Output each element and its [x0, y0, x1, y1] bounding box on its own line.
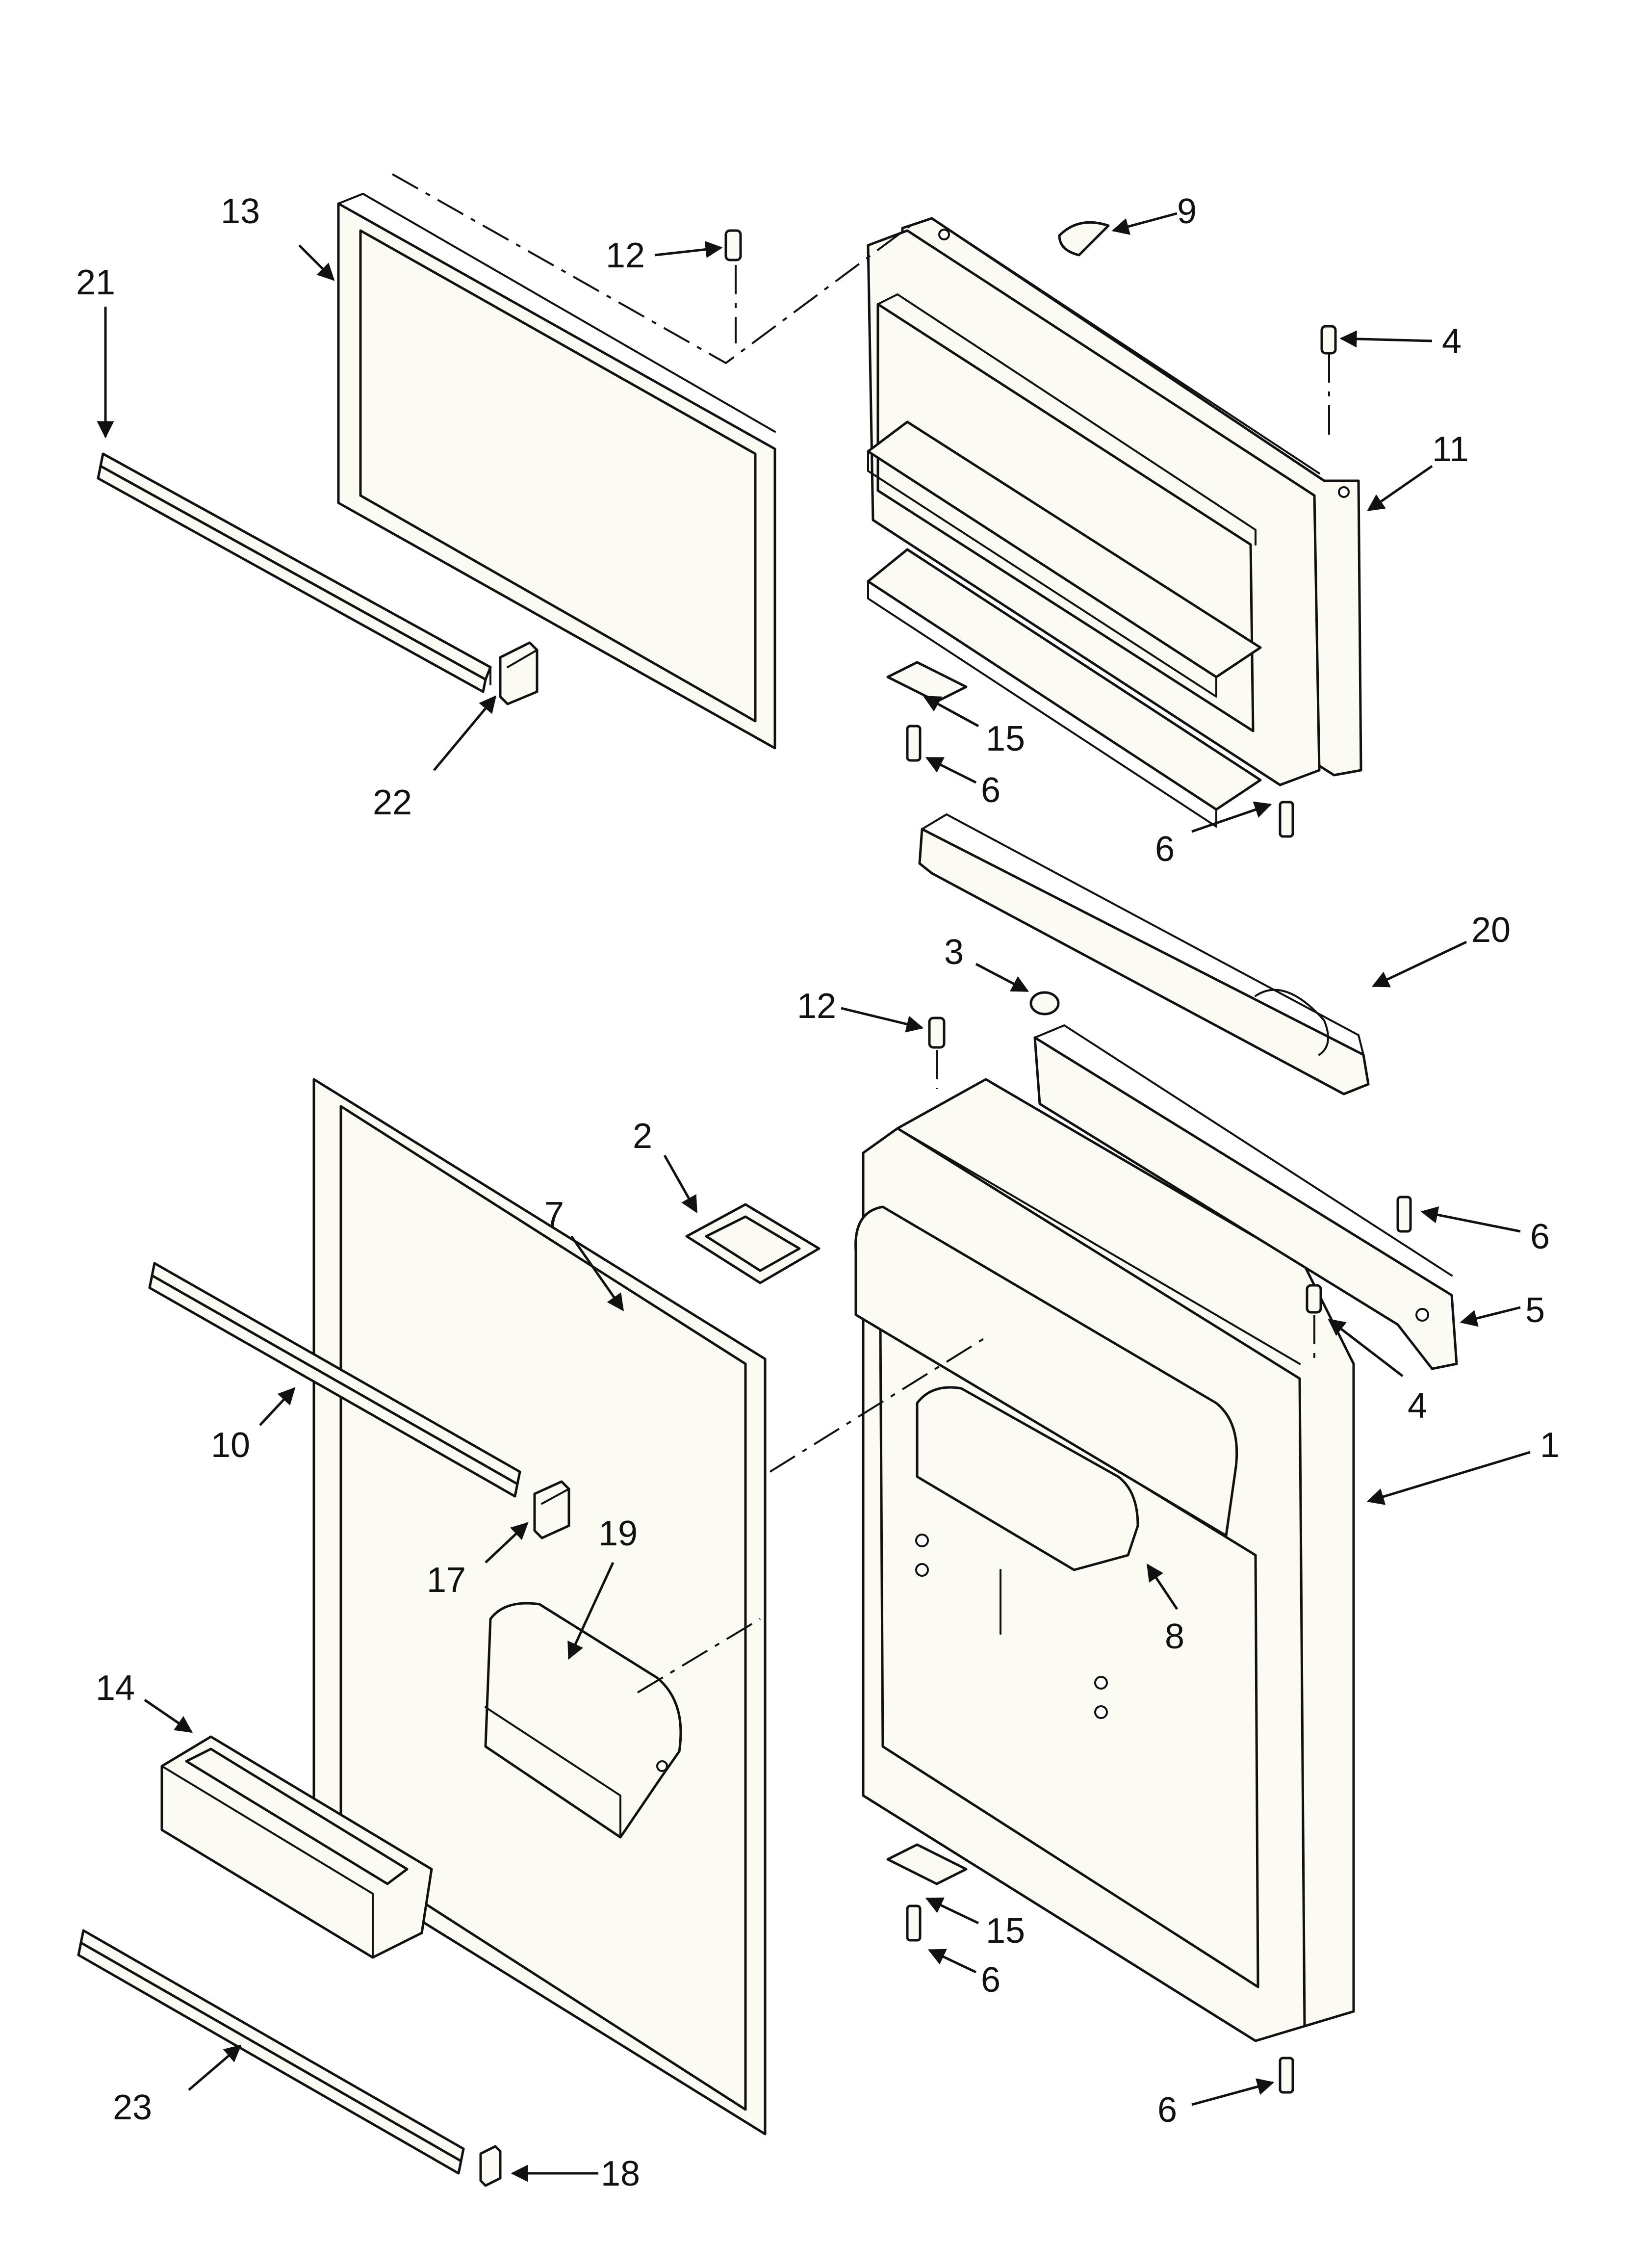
callout-6-d: 6	[981, 1960, 1001, 2000]
door-bin	[160, 1735, 433, 1959]
screw-6-a	[906, 725, 922, 762]
callout-15-bottom: 15	[986, 1911, 1025, 1951]
assembly-guide-lines	[392, 173, 1330, 1694]
callout-6-e: 6	[1157, 2090, 1177, 2130]
callout-6-b: 6	[1155, 830, 1175, 869]
callout-22: 22	[373, 783, 412, 822]
screw-6-d	[906, 1904, 922, 1942]
callout-10: 10	[211, 1426, 250, 1465]
lower-door-trim	[77, 1929, 465, 2175]
lower-trim-end-cap	[479, 2145, 502, 2187]
callout-18: 18	[601, 2154, 640, 2193]
callout-4-top: 4	[1442, 322, 1462, 361]
screw-12-top	[724, 229, 742, 261]
callout-11: 11	[1432, 430, 1469, 469]
callout-9: 9	[1177, 192, 1197, 231]
freezer-door-trim	[97, 452, 492, 693]
plug-button-3	[1029, 991, 1060, 1016]
callout-19: 19	[598, 1514, 638, 1553]
callout-7: 7	[544, 1195, 564, 1234]
fresh-food-door-liner	[854, 1078, 1355, 2042]
callout-1: 1	[1540, 1426, 1560, 1465]
callout-15-top: 15	[986, 719, 1025, 758]
callout-6-c: 6	[1530, 1217, 1550, 1256]
gasket-cover-plug-2	[685, 1203, 821, 1284]
callout-20: 20	[1471, 911, 1511, 950]
callout-17: 17	[427, 1561, 466, 1600]
callout-2: 2	[633, 1117, 652, 1156]
callout-6-a: 6	[981, 771, 1001, 810]
dairy-compartment-door	[484, 1602, 682, 1839]
fresh-food-trim-end-cap	[533, 1480, 570, 1539]
callout-13: 13	[221, 192, 260, 231]
fresh-food-door-trim	[148, 1262, 521, 1498]
screw-12-bottom	[928, 1017, 946, 1049]
screw-6-b	[1279, 801, 1294, 838]
callout-labels: 13 21 12 9 4 11 22 15 6 6 20 3 12 2 7 6 …	[76, 192, 1560, 2193]
hinge-cover	[918, 813, 1370, 1095]
screw-4-top	[1320, 325, 1337, 355]
callout-leaders	[97, 212, 1531, 2182]
callout-12-top: 12	[606, 236, 645, 275]
callout-12-bottom: 12	[797, 987, 836, 1026]
plug-9	[1058, 221, 1110, 257]
callout-3: 3	[944, 933, 964, 972]
screw-6-e	[1279, 2057, 1294, 2094]
callout-21: 21	[76, 263, 115, 302]
freezer-trim-end-cap	[499, 641, 539, 705]
callout-23: 23	[113, 2088, 152, 2127]
hinge-bracket-15-top	[886, 661, 968, 703]
callout-4-bottom: 4	[1408, 1386, 1427, 1426]
screw-6-c	[1396, 1196, 1412, 1233]
hinge-bracket-15-bottom	[886, 1843, 968, 1885]
freezer-door-gasket	[337, 193, 776, 750]
callout-5: 5	[1525, 1291, 1545, 1330]
freezer-door-liner	[867, 217, 1362, 828]
screw-4-bottom	[1306, 1284, 1322, 1314]
upper-hinge	[1033, 1024, 1458, 1370]
callout-8: 8	[1165, 1617, 1184, 1656]
callout-14: 14	[96, 1668, 135, 1708]
